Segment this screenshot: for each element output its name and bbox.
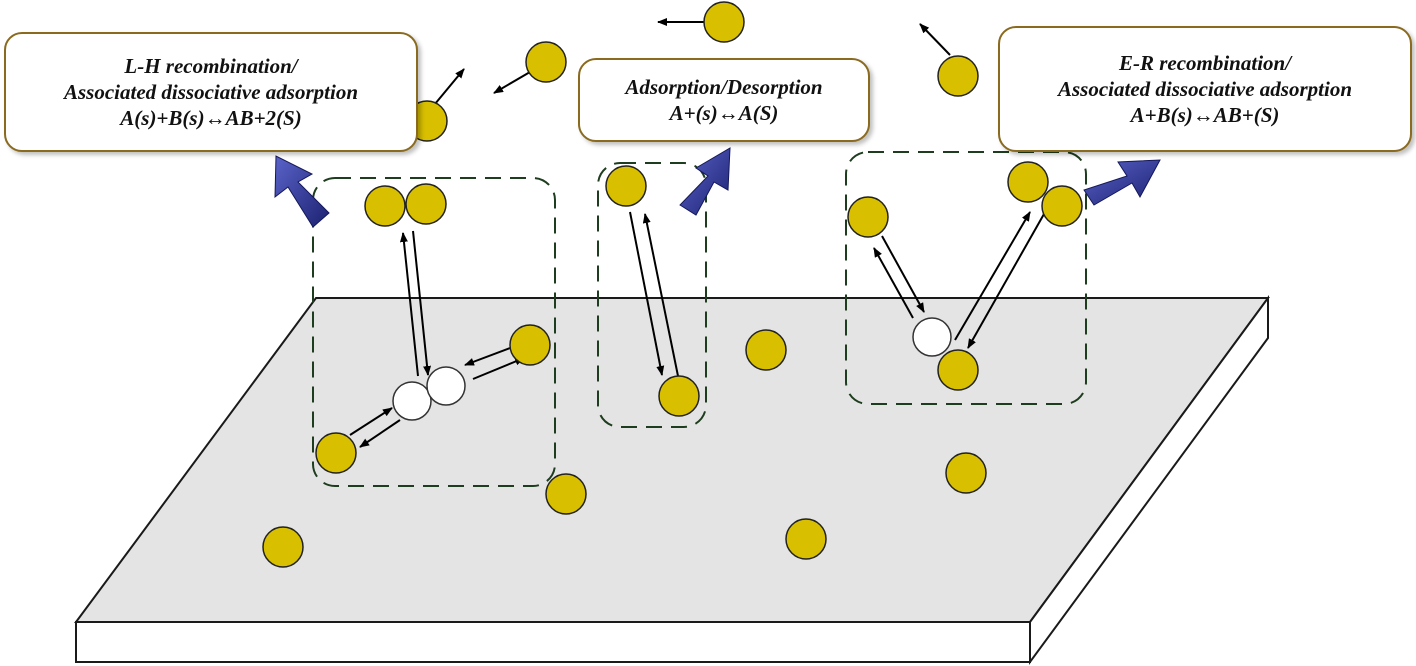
lh-molecule-b bbox=[405, 183, 447, 225]
surface-particle-5 bbox=[262, 526, 304, 568]
ad-title: Adsorption/Desorption bbox=[625, 75, 823, 99]
lh-arrow-left-out bbox=[359, 419, 401, 448]
particle-gas-4 bbox=[937, 55, 979, 97]
surface-particle-2 bbox=[945, 452, 987, 494]
ad-label-box: Adsorption/Desorption A+(s)↔A(S) bbox=[578, 58, 870, 142]
ad-dashed-region bbox=[597, 162, 707, 428]
er-arrow-right-up bbox=[954, 211, 1031, 341]
lh-molecule-a bbox=[364, 185, 406, 227]
surface-particle-3 bbox=[545, 473, 587, 515]
er-equation: A+B(s)↔AB+(S) bbox=[1130, 103, 1280, 127]
ad-equation: A+(s)↔A(S) bbox=[669, 101, 779, 125]
lh-dashed-region bbox=[312, 177, 556, 487]
lh-empty-site-1 bbox=[392, 381, 432, 421]
lh-arrow-right-in bbox=[464, 344, 519, 366]
er-arrow-right-down bbox=[967, 213, 1045, 349]
ad-adsorbed-particle bbox=[658, 375, 700, 417]
ad-arrow-up bbox=[642, 213, 679, 377]
lh-empty-site-2 bbox=[426, 366, 466, 406]
free-arrow-2 bbox=[493, 71, 531, 94]
lh-equation: A(s)+B(s)↔AB+2(S) bbox=[120, 106, 302, 130]
er-subtitle: Associated dissociative adsorption bbox=[1058, 77, 1352, 101]
er-empty-site bbox=[912, 317, 952, 357]
er-title: E-R recombination/ bbox=[1118, 51, 1292, 75]
lh-big-arrow bbox=[274, 155, 330, 228]
surface-front-face bbox=[75, 621, 1031, 663]
er-arrow-left-down bbox=[881, 235, 925, 313]
lh-subtitle: Associated dissociative adsorption bbox=[64, 80, 358, 104]
lh-label-box: L-H recombination/ Associated dissociati… bbox=[4, 32, 418, 152]
lh-arrow-right-out bbox=[472, 357, 525, 380]
surface-particle-1 bbox=[745, 329, 787, 371]
free-arrow-4 bbox=[919, 23, 951, 56]
ad-gas-particle bbox=[605, 165, 647, 207]
er-label-box: E-R recombination/ Associated dissociati… bbox=[998, 26, 1412, 152]
er-big-arrow bbox=[1083, 159, 1161, 206]
er-arrow-left-up bbox=[873, 247, 914, 319]
surface-right-face bbox=[1029, 294, 1269, 666]
surface-particle-4 bbox=[785, 518, 827, 560]
er-adsorbed-particle bbox=[937, 349, 979, 391]
er-molecule-a bbox=[1007, 161, 1049, 203]
lh-title: L-H recombination/ bbox=[124, 54, 298, 78]
particle-gas-2 bbox=[525, 41, 567, 83]
er-dashed-region bbox=[845, 151, 1087, 405]
lh-arrow-left-in bbox=[349, 407, 393, 436]
lh-adsorbed-right bbox=[509, 324, 551, 366]
er-gas-particle bbox=[847, 196, 889, 238]
surface-slab bbox=[74, 294, 1270, 666]
lh-adsorbed-left bbox=[315, 432, 357, 474]
particle-gas-3 bbox=[703, 1, 745, 43]
er-molecule-b bbox=[1041, 185, 1083, 227]
ad-arrow-down bbox=[629, 211, 665, 376]
lh-arrow-up bbox=[399, 232, 419, 377]
lh-arrow-down bbox=[412, 230, 432, 376]
ad-big-arrow bbox=[679, 147, 731, 216]
